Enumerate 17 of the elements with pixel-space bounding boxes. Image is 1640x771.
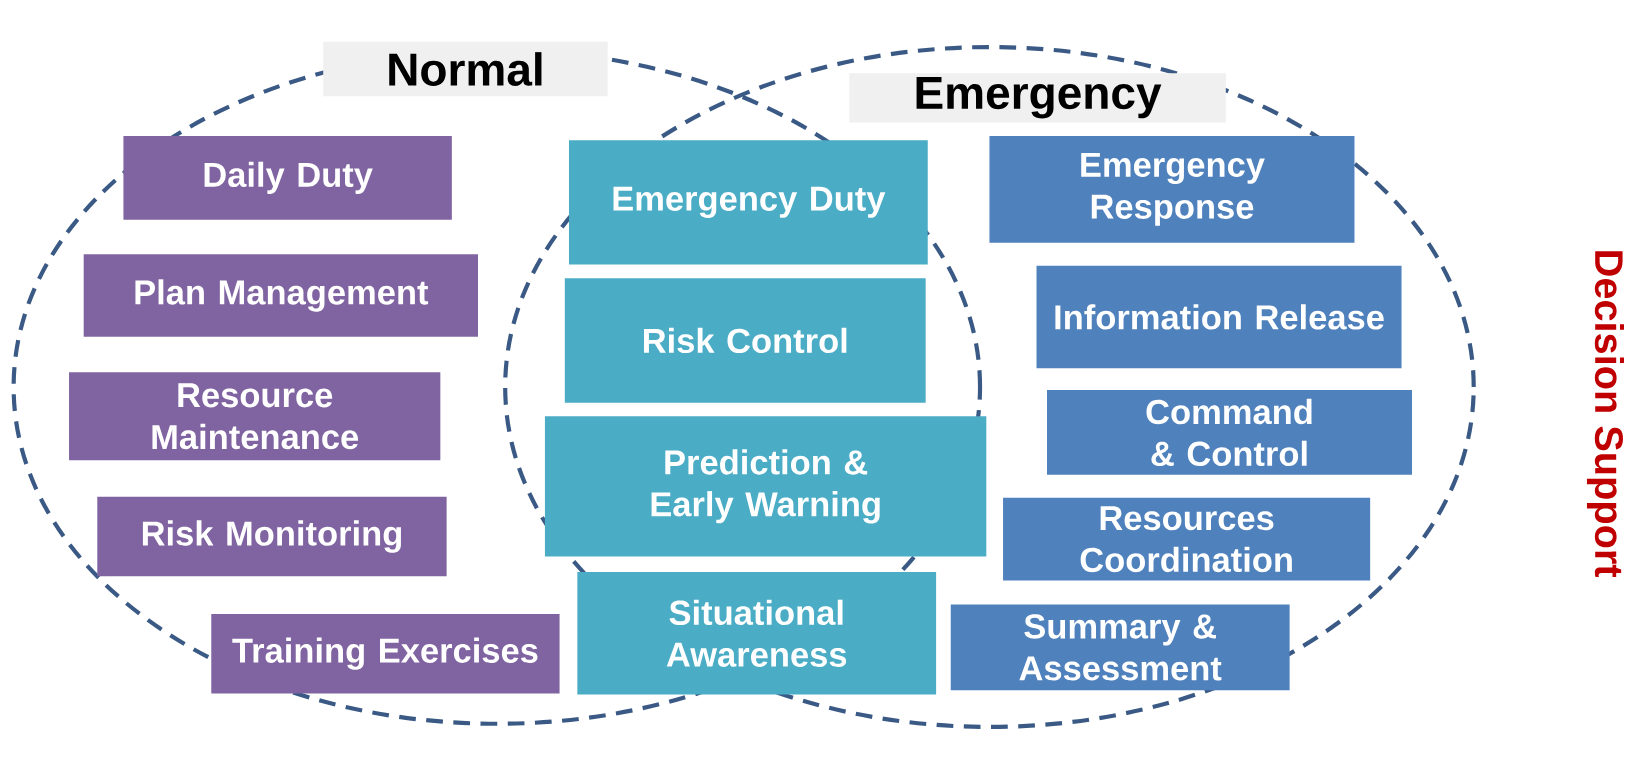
module-box: Summary & Assessment (950, 604, 1290, 691)
module-box: Plan Management (83, 254, 478, 337)
module-box: Command & Control (1046, 390, 1412, 475)
module-box: Risk Monitoring (97, 496, 447, 577)
module-box: Daily Duty (123, 135, 452, 220)
module-box: Resources Coordination (1003, 497, 1371, 581)
module-box: Situational Awareness (577, 572, 937, 695)
heading-label: Normal (323, 41, 608, 97)
module-box: Prediction & Early Warning (544, 416, 987, 557)
module-box: Training Exercises (211, 613, 560, 694)
module-box: Risk Control (564, 278, 926, 403)
module-box: Emergency Duty (569, 140, 928, 265)
side-label: Decision Support (1586, 251, 1624, 578)
module-box: Emergency Response (989, 136, 1355, 243)
heading-label: Emergency (849, 73, 1226, 123)
module-box: Information Release (1036, 265, 1402, 369)
module-box: Resource Maintenance (69, 372, 441, 461)
